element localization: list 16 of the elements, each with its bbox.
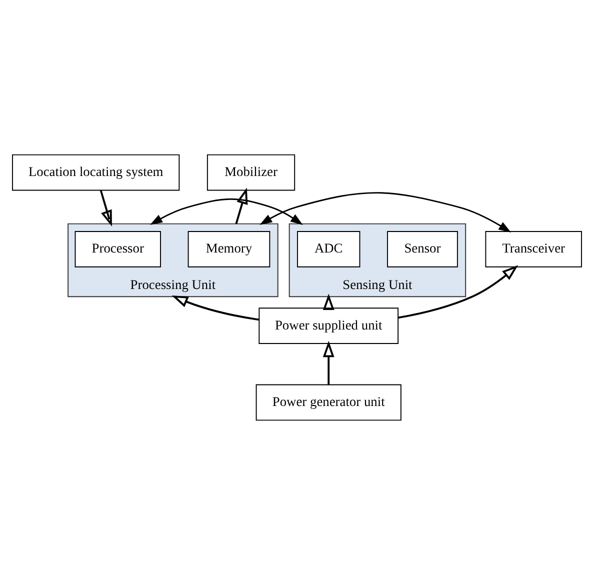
arrow (150, 198, 303, 225)
node-box: Mobilizer (206, 154, 296, 190)
node-box: Transceiver (485, 230, 582, 267)
arrow (100, 190, 112, 226)
arrow (260, 192, 512, 232)
node-box: Processor (74, 230, 161, 267)
node-box: Location locating system (12, 154, 180, 190)
node-box: Power generator unit (256, 384, 402, 420)
arrow (235, 187, 248, 224)
arrow (398, 264, 518, 318)
arrow (172, 294, 260, 320)
node-box: Memory (188, 230, 270, 267)
arrow (322, 340, 334, 384)
arrow (322, 293, 334, 310)
node-box: Sensor (387, 230, 458, 267)
node-box: ADC (297, 230, 360, 267)
